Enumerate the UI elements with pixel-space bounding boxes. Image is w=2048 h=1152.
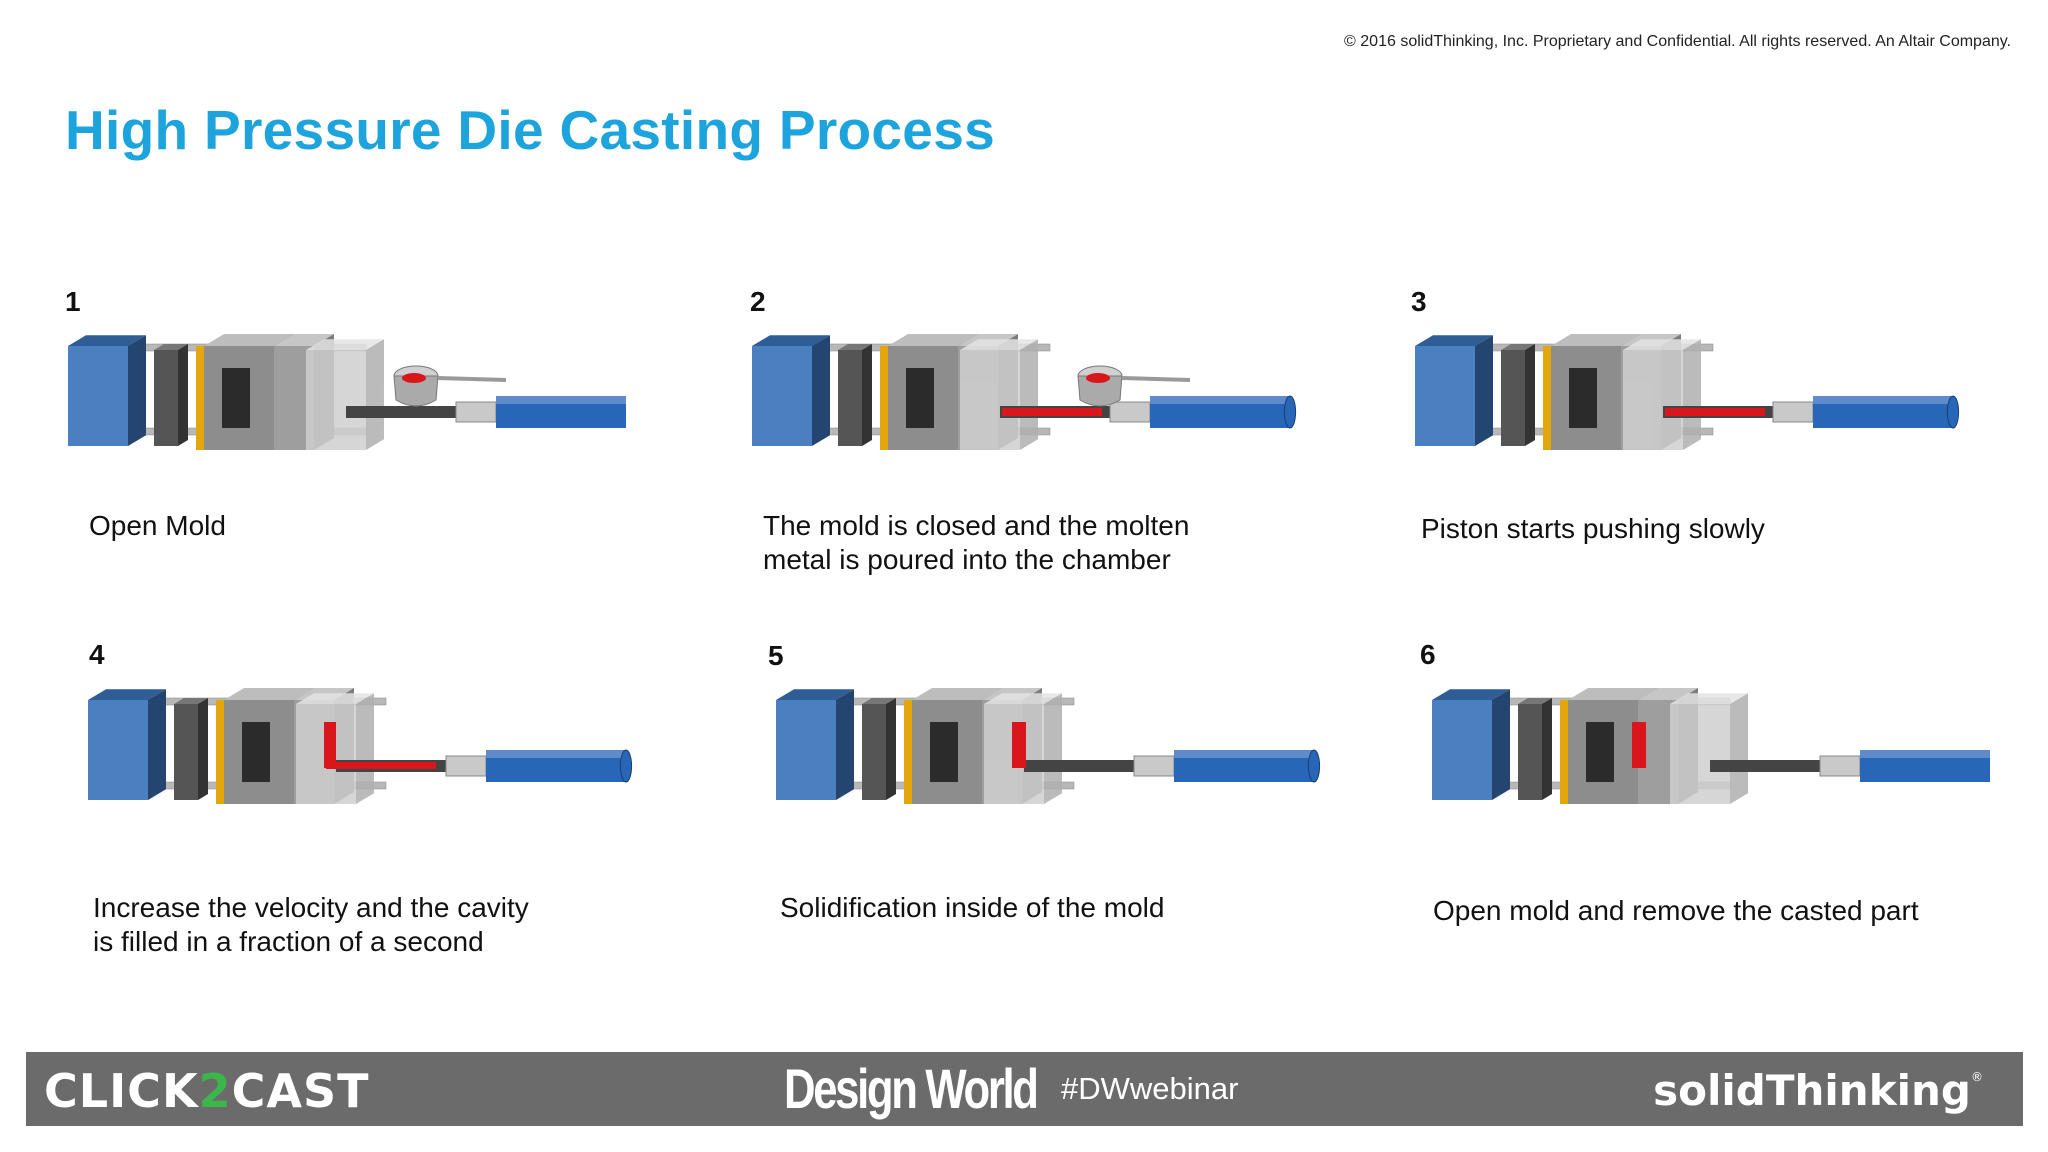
molten-metal [324,722,336,768]
step-number: 6 [1420,639,1436,670]
die-casting-machine-illustration [776,688,1321,804]
fixed-die [984,693,1062,804]
platen-block [776,689,854,800]
molten-metal [1632,722,1646,768]
platen-block [752,335,830,446]
step-number: 2 [750,286,766,317]
step-caption: Piston starts pushing slowly [1421,513,1765,544]
piston-coupling [455,401,497,423]
platen-block [88,689,166,800]
die-cavity [242,722,270,782]
gold-plate [196,346,204,450]
step-caption: The mold is closed and the molten metal … [763,510,1190,575]
piston-coupling [1819,755,1861,777]
platen-block [1415,335,1493,446]
footer-bar: CLICK2CAST Design World #DWwebinar solid… [26,1052,2023,1126]
piston-coupling [1109,401,1151,423]
step-caption: Open Mold [89,510,226,541]
ladle [393,365,507,407]
ladle [1077,365,1191,407]
step-number: 5 [768,640,784,671]
fixed-die [1670,693,1748,804]
shot-cylinder [1860,750,1990,782]
piston-coupling [1772,401,1814,423]
die-casting-machine-illustration [1415,334,1960,450]
ejector-plate [862,698,896,800]
die-cavity [1569,368,1597,428]
ejector-plate [1518,698,1552,800]
shot-cylinder [1150,395,1297,429]
shot-sleeve [1024,760,1134,772]
shot-cylinder [486,749,633,783]
gold-plate [216,700,224,804]
webinar-hashtag: #DWwebinar [1061,1071,1239,1106]
molten-metal [326,762,436,769]
step-caption: Increase the velocity and the cavity is … [93,892,529,957]
die-cavity [906,368,934,428]
gold-plate [1543,346,1551,450]
gold-plate [1560,700,1568,804]
molten-metal [1002,408,1102,416]
fixed-die [306,339,384,450]
moving-die [1551,334,1641,450]
fixed-die [1623,339,1701,450]
design-world-logo: Design World [784,1057,1039,1120]
step-number: 1 [65,286,81,317]
step-number: 3 [1411,286,1427,317]
slide-title: High Pressure Die Casting Process [65,99,995,161]
die-cavity [930,722,958,782]
molten-metal [1665,408,1765,416]
shot-cylinder [496,396,626,428]
ejector-plate [154,344,188,446]
click2cast-logo: CLICK2CAST [44,1064,370,1118]
platen-block [68,335,146,446]
shot-sleeve [346,406,456,418]
ejector-plate [174,698,208,800]
copyright-notice: © 2016 solidThinking, Inc. Proprietary a… [1344,33,2011,50]
piston-coupling [445,755,487,777]
die-casting-machine-illustration [1432,688,1990,804]
step-caption: Open mold and remove the casted part [1433,895,1919,926]
shot-sleeve [1710,760,1820,772]
fixed-die [960,339,1038,450]
die-casting-machine-illustration [88,688,633,804]
ejector-plate [1501,344,1535,446]
gold-plate [880,346,888,450]
gold-plate [904,700,912,804]
ejector-plate [838,344,872,446]
die-cavity [1586,722,1614,782]
step-number: 4 [89,639,105,670]
solidthinking-logo: solidThinking® [1653,1066,1983,1115]
die-casting-machine-illustration [68,334,626,450]
shot-cylinder [1813,395,1960,429]
die-casting-machine-illustration [752,334,1297,450]
platen-block [1432,689,1510,800]
step-caption: Solidification inside of the mold [780,892,1165,923]
shot-cylinder [1174,749,1321,783]
die-cavity [222,368,250,428]
molten-metal [1012,722,1026,768]
piston-coupling [1133,755,1175,777]
